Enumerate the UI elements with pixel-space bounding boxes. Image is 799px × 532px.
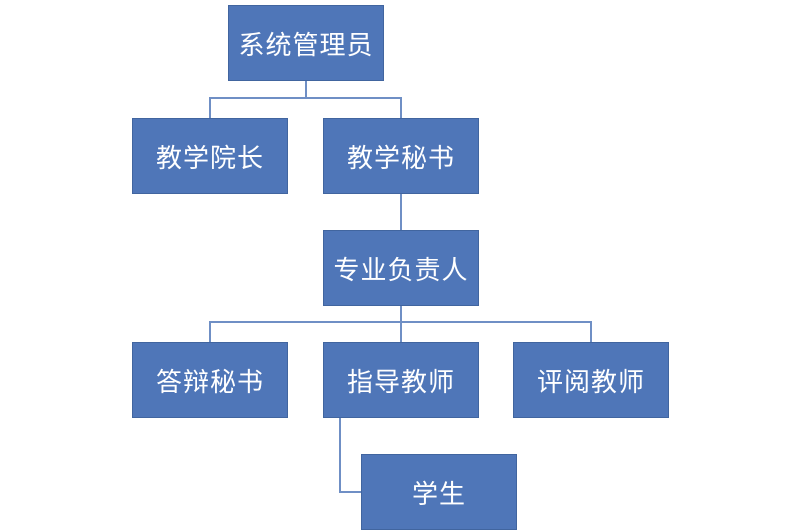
node-teaching-dean: 教学院长	[132, 118, 288, 194]
connector-admin-secretary	[306, 97, 402, 118]
node-reviewer: 评阅教师	[513, 342, 669, 418]
node-system-admin: 系统管理员	[228, 5, 384, 81]
node-major-lead: 专业负责人	[323, 230, 479, 306]
node-defense-secretary: 答辩秘书	[132, 342, 288, 418]
connector-major-reviewer	[401, 321, 592, 342]
connector-major-defense	[209, 306, 402, 342]
connector-admin-dean	[209, 81, 307, 118]
node-student: 学生	[361, 454, 517, 530]
connector-advisor-student	[339, 418, 361, 493]
node-advisor: 指导教师	[323, 342, 479, 418]
node-teaching-secretary: 教学秘书	[323, 118, 479, 194]
